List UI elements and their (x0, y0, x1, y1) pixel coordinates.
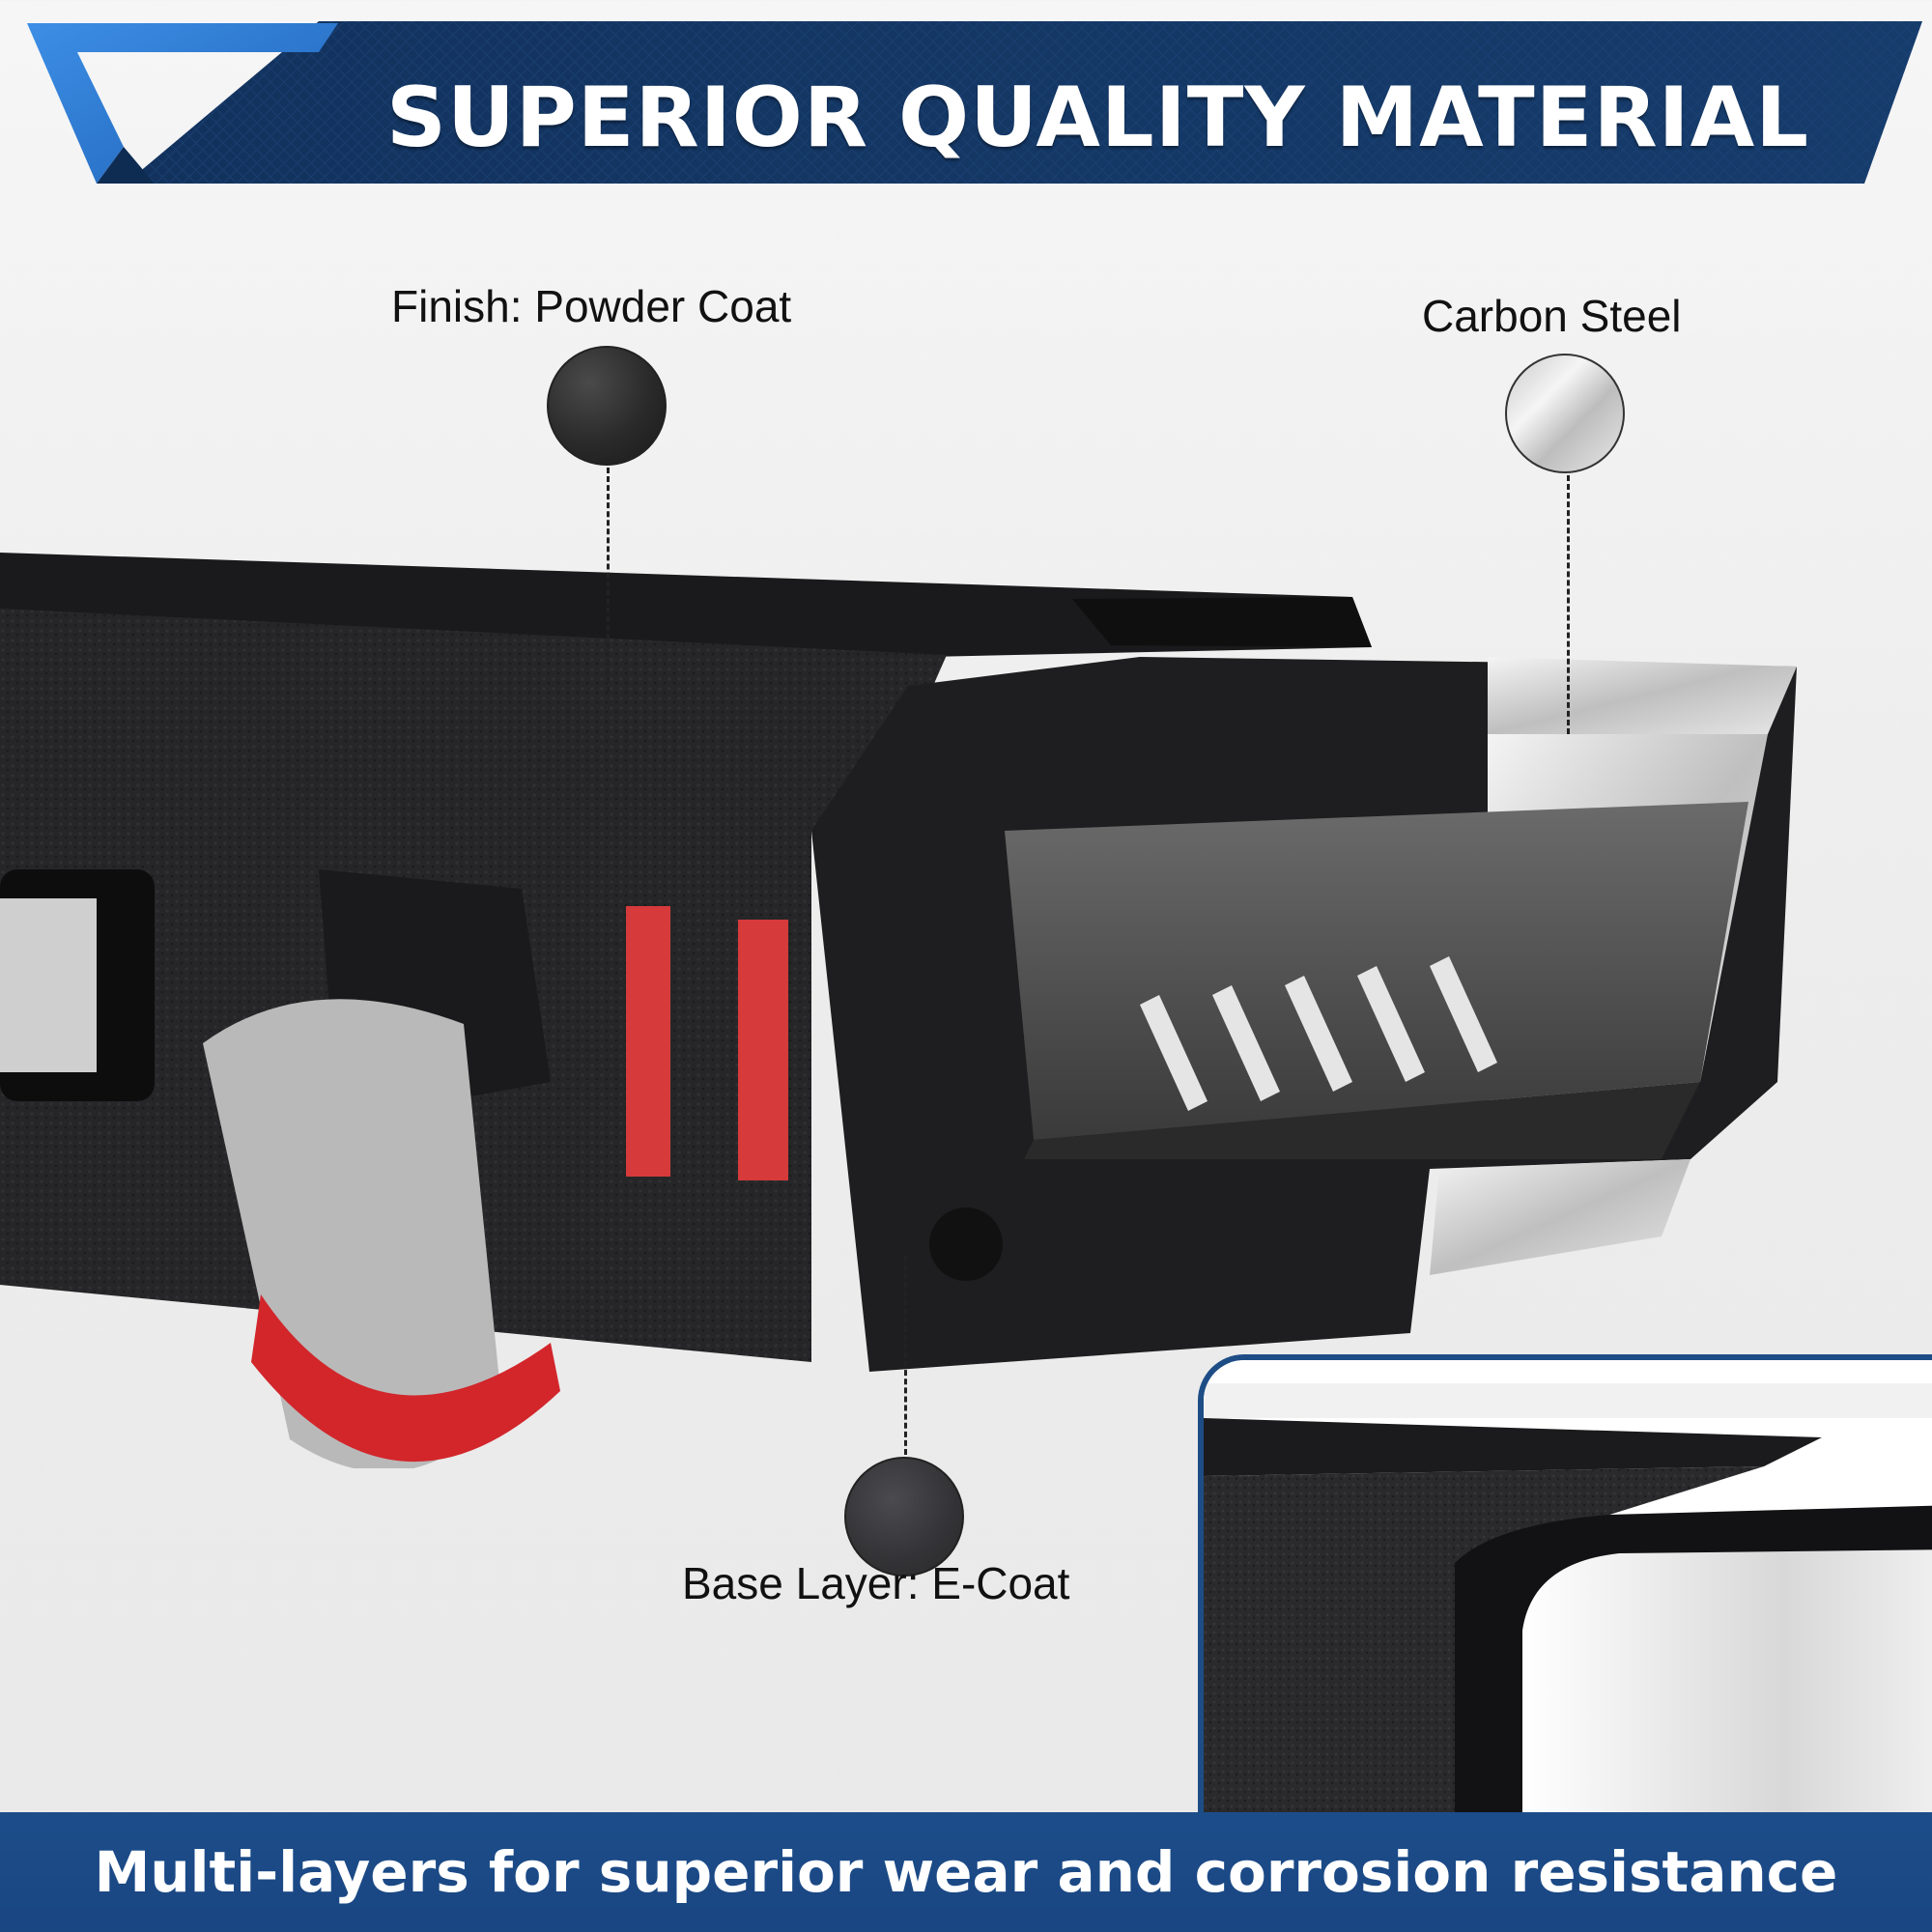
footer-banner: Multi-layers for superior wear and corro… (0, 1812, 1932, 1932)
detail-inset (1198, 1354, 1932, 1843)
callout-label-powder-coat: Finish: Powder Coat (391, 281, 792, 331)
carbon-steel-swatch (1505, 354, 1625, 473)
callout-label-e-coat: Base Layer: E-Coat (682, 1558, 1070, 1608)
callout-label-carbon-steel: Carbon Steel (1422, 291, 1682, 341)
powder-coat-swatch (547, 346, 667, 466)
reflector-right (738, 920, 788, 1180)
callout-leader-powder-coat (607, 468, 610, 692)
e-coat-swatch (844, 1457, 964, 1577)
inset-closeup (1204, 1360, 1932, 1843)
reflector-left (626, 906, 670, 1177)
header-banner: SUPERIOR QUALITY MATERIAL (0, 21, 1932, 185)
shackle-cover (251, 1294, 560, 1463)
footer-tagline: Multi-layers for superior wear and corro… (94, 1839, 1838, 1905)
bolt-cap (929, 1208, 1003, 1281)
top-plate (0, 553, 1372, 657)
grille-slots (1140, 956, 1497, 1111)
bumper-illustration (0, 553, 1797, 1468)
chrome-trim-top (1488, 657, 1797, 734)
callout-leader-e-coat (904, 1256, 907, 1455)
page-title: SUPERIOR QUALITY MATERIAL (386, 70, 1810, 166)
callout-leader-carbon-steel (1567, 475, 1570, 734)
banner-shape (27, 21, 1922, 184)
